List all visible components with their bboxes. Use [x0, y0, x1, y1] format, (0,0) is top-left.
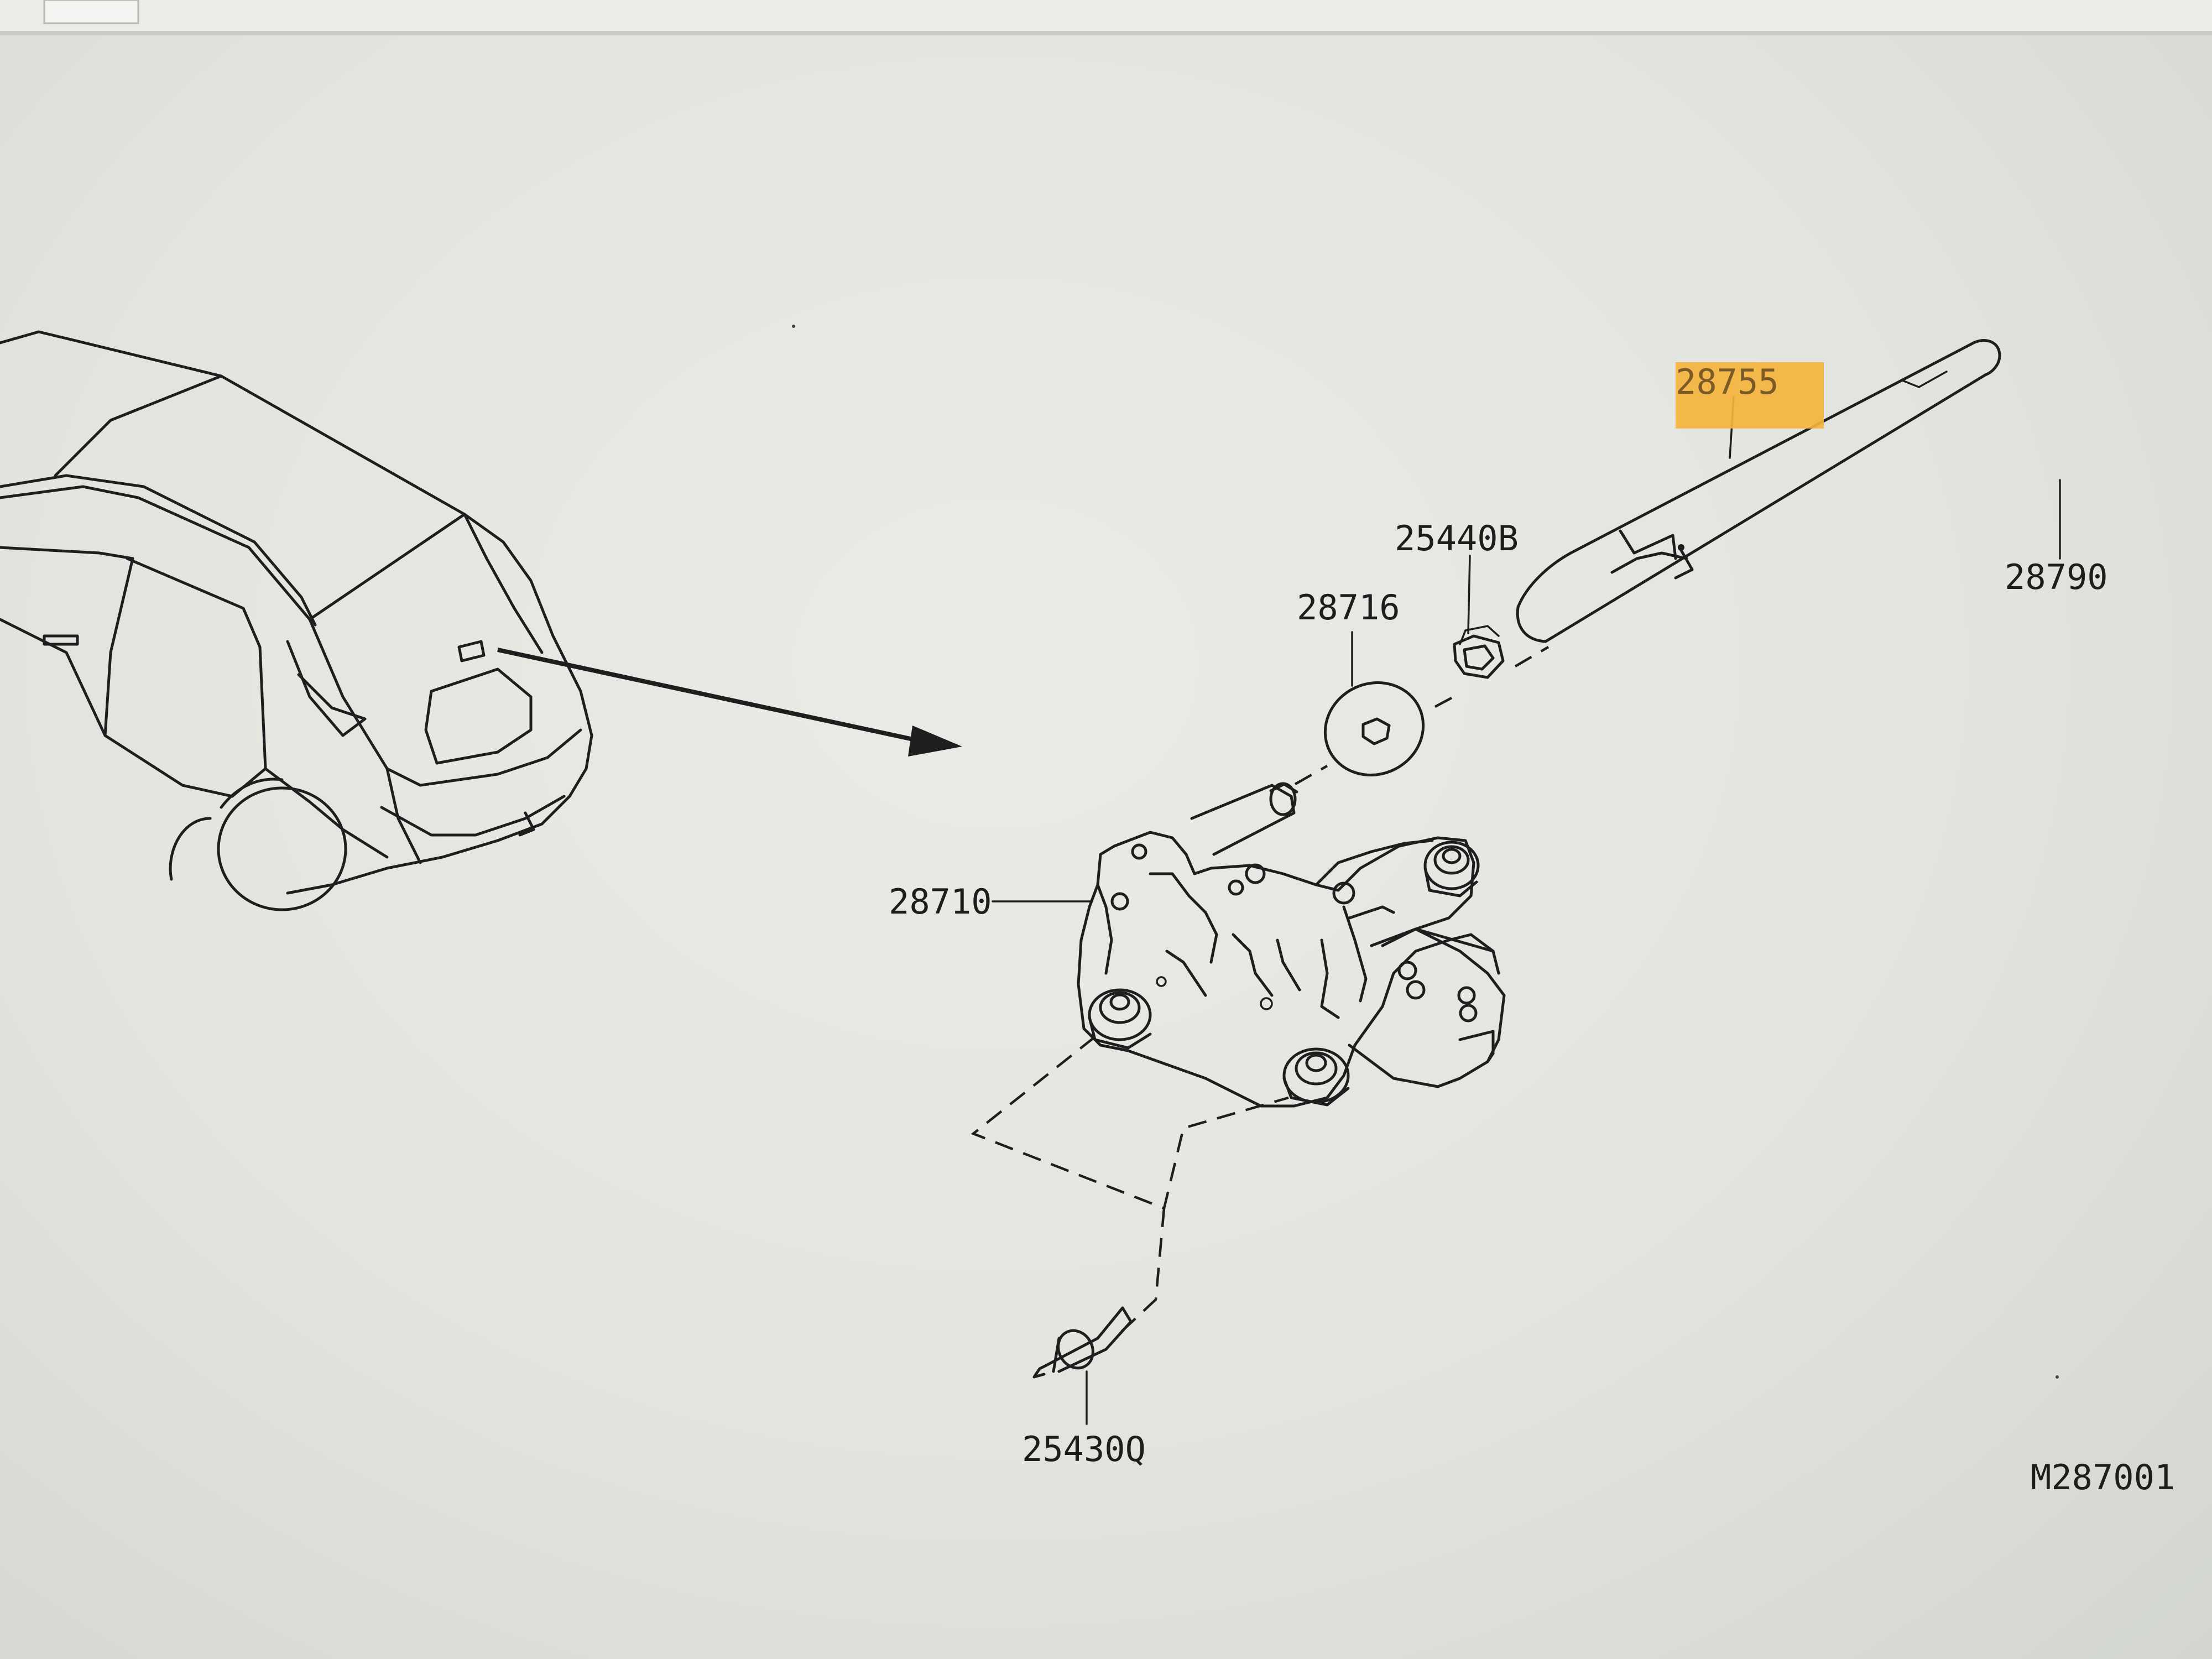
label-wiper-assembly: 28790: [2005, 557, 2108, 597]
wiper-arm-drawing: [1516, 339, 2001, 643]
label-cap-nut: 25440B: [1395, 518, 1519, 559]
screen-speck: [792, 325, 795, 328]
seal-washer-drawing: [1323, 681, 1425, 776]
window-bezel: [0, 0, 2212, 35]
figure-code: M287001: [2031, 1457, 2175, 1498]
assembly-axis-line: [1294, 646, 1550, 785]
label-motor-assembly: 28710: [889, 881, 992, 922]
label-clip: 25430Q: [1022, 1429, 1146, 1469]
label-wiper-arm: 28755: [1676, 362, 1779, 402]
car-rear-view: [0, 330, 593, 911]
cap-nut-drawing: [1453, 625, 1505, 679]
location-arrow: [497, 648, 962, 757]
highlight-box: [1676, 362, 1824, 429]
mounting-dashed-lines: [971, 1036, 1289, 1339]
label-seal-washer: 28716: [1297, 587, 1400, 628]
screen-speck: [2056, 1375, 2059, 1379]
leader-lines: [992, 396, 2061, 1425]
wiper-motor-drawing: [1077, 782, 1506, 1108]
clip-drawing: [1032, 1306, 1133, 1379]
